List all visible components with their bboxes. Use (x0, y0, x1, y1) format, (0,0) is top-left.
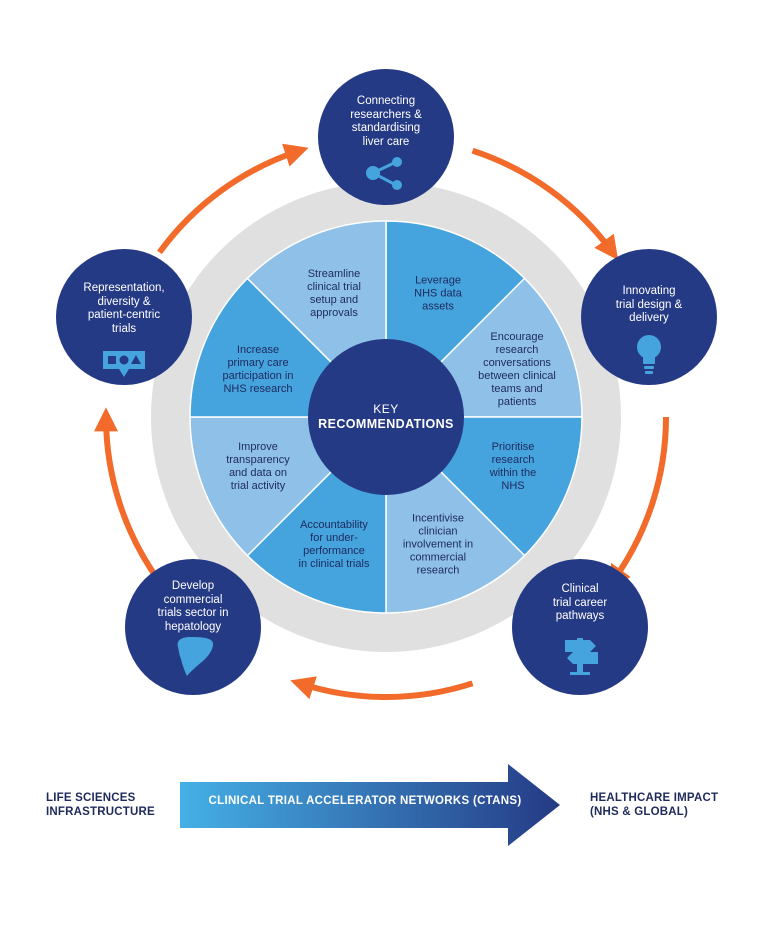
center-title: KEY RECOMMENDATIONS (306, 402, 466, 432)
node-career-circle (512, 559, 648, 695)
center-title-line1: KEY (373, 402, 399, 416)
signpost-icon (565, 638, 598, 675)
cycle-arrow (606, 416, 669, 590)
node-label-representation: Representation, diversity & patient-cent… (83, 282, 165, 335)
segment-label-incentivise-clinicians: Incentivise clinician involvement in com… (402, 512, 474, 577)
node-label-commercial: Develop commercial trials sector in hepa… (157, 580, 229, 633)
cycle-arrows (94, 143, 669, 700)
node-representation-circle (56, 249, 192, 385)
cycle-arrow (94, 407, 162, 584)
liver-icon (177, 637, 213, 676)
node-connecting-circle (318, 69, 454, 205)
node-commercial-circle (125, 559, 261, 695)
segment-label-improve-transparency: Improve transparency and data on trial a… (226, 441, 290, 492)
segment-label-streamline-setup: Streamline clinical trial setup and appr… (307, 268, 361, 319)
segment-label-encourage-conversations: Encourage research conversations between… (478, 331, 556, 408)
center-title-line2: RECOMMENDATIONS (318, 417, 454, 431)
ctans-arrow (180, 764, 560, 846)
center-circle (308, 339, 464, 495)
segment-label-prioritise-research: Prioritise research within the NHS (489, 441, 537, 492)
segment-label-accountability: Accountability for under- performance in… (298, 519, 370, 570)
cycle-arrow (290, 676, 474, 700)
node-label-career: Clinical trial career pathways (552, 583, 608, 622)
footer-left-label: LIFE SCIENCES INFRASTRUCTURE (46, 792, 155, 818)
segment-label-leverage-data: Leverage NHS data assets (414, 274, 462, 313)
segment-label-increase-primary-care: Increase primary care participation in N… (222, 344, 294, 395)
outer-nodes (56, 69, 717, 695)
footer-right-label: HEALTHCARE IMPACT (NHS & GLOBAL) (590, 792, 719, 818)
lightbulb-icon (637, 335, 661, 374)
share-network-icon (366, 157, 402, 190)
footer-arrow-label: CLINICAL TRIAL ACCELERATOR NETWORKS (CTA… (208, 795, 522, 807)
shapes-speech-bubble-icon (103, 351, 145, 377)
node-label-innovating: Innovating trial design & delivery (615, 285, 683, 324)
cycle-arrow (471, 147, 619, 261)
node-innovating-circle (581, 249, 717, 385)
node-label-connecting: Connecting researchers & standardising l… (350, 95, 422, 148)
cycle-arrow (157, 143, 309, 255)
